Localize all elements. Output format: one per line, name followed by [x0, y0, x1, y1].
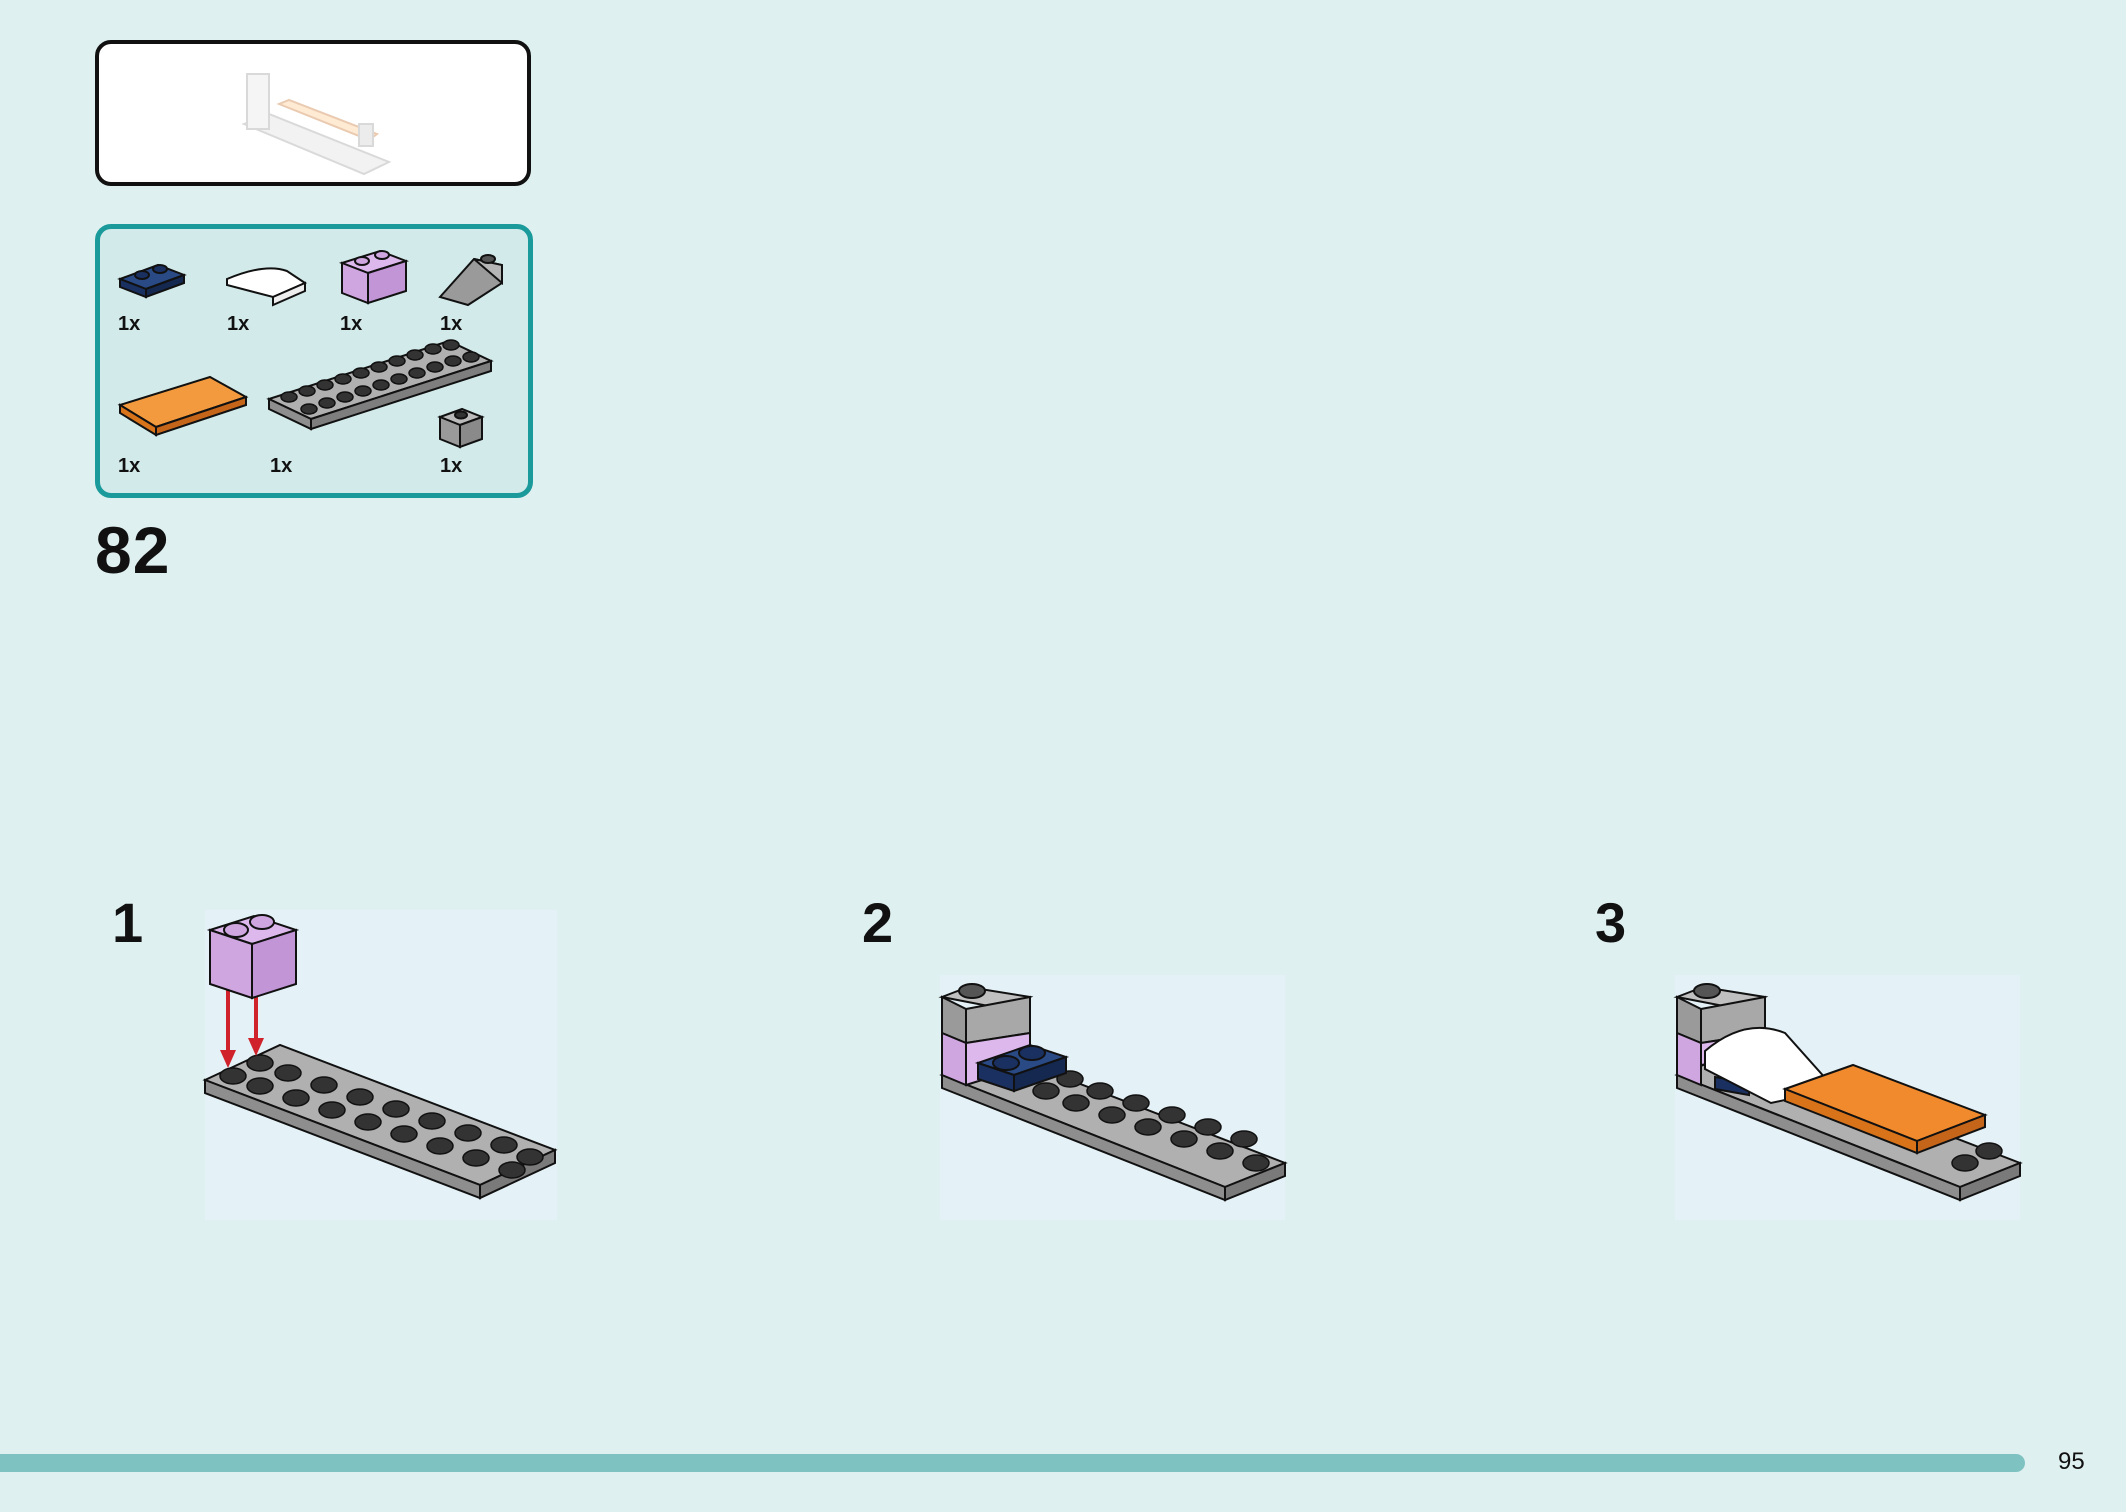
- white-curved-slope-icon: [226, 267, 308, 307]
- dark-blue-plate-1x2-icon: [117, 263, 187, 299]
- step-number: 82: [95, 513, 171, 587]
- substep-3-illustration: [1673, 983, 2023, 1202]
- substep-number-1: 1: [112, 891, 144, 954]
- substep-1-illustration: [202, 914, 558, 1200]
- part-qty-6: 1x: [270, 455, 293, 477]
- model-preview-icon: [241, 73, 392, 176]
- substep-number-2: 2: [862, 891, 894, 954]
- parts-list-box: 1x 1x 1x 1x 1x: [95, 224, 533, 498]
- lavender-brick-1x2-icon: [338, 249, 410, 305]
- grey-plate-2x10-icon: [266, 339, 494, 431]
- part-qty-4: 1x: [440, 313, 463, 335]
- page-number: 95: [2058, 1448, 2085, 1475]
- grey-brick-1x1-icon: [437, 407, 485, 449]
- part-qty-1: 1x: [118, 313, 141, 335]
- substep-2-panel: [938, 975, 1288, 1220]
- part-qty-2: 1x: [227, 313, 250, 335]
- substep-1-panel: [202, 910, 558, 1220]
- substep-2-illustration: [938, 983, 1288, 1202]
- page-footer-bar: [0, 1454, 2025, 1472]
- grey-slope-icon: [438, 254, 503, 307]
- model-preview-box: [95, 40, 531, 186]
- part-qty-7: 1x: [440, 455, 463, 477]
- substep-number-3: 3: [1595, 891, 1627, 954]
- orange-tile-2x4-icon: [117, 375, 249, 437]
- substep-3-panel: [1673, 975, 2023, 1220]
- part-qty-3: 1x: [340, 313, 363, 335]
- part-qty-5: 1x: [118, 455, 141, 477]
